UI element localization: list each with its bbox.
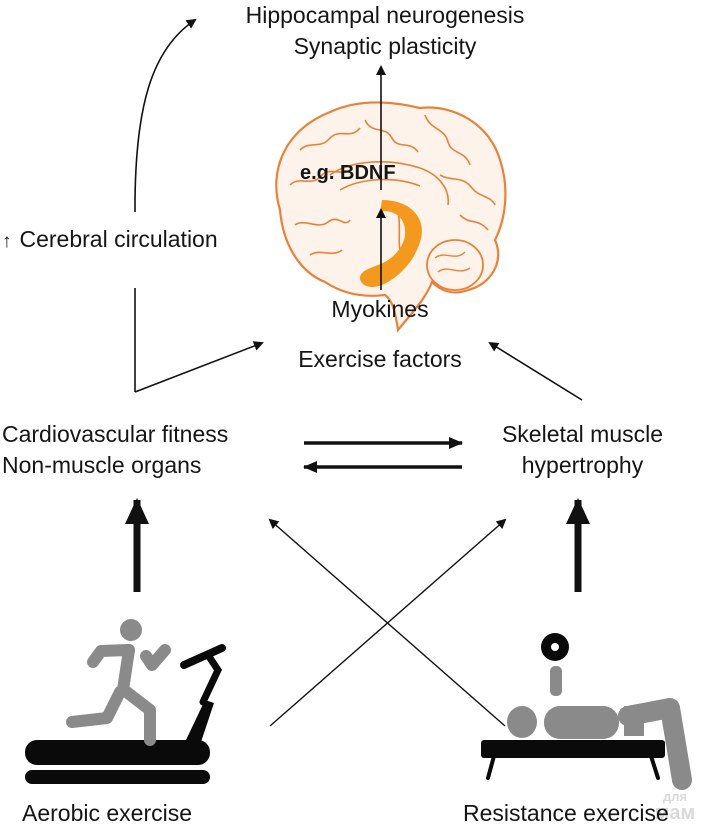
cerebral-circulation-text: Cerebral circulation [19,226,218,252]
hypertrophy-label: hypertrophy [521,452,644,478]
bench-press-icon [481,633,692,790]
cardio-fitness-label: Cardiovascular fitness [2,421,229,447]
non-muscle-organs-label: Non-muscle organs [2,452,202,478]
arrow-cardio-to-exercise-factors [134,341,264,393]
increase-arrow-icon: ↑ [2,231,12,252]
skeletal-muscle-label: Skeletal muscle [501,421,664,447]
cerebral-circulation-label: ↑ Cerebral circulation [2,226,218,255]
watermark-line-1: для [662,789,688,804]
treadmill-runner-icon [25,619,226,784]
arrow-resistance-to-cardio [268,518,506,727]
aerobic-exercise-label: Aerobic exercise [22,800,193,826]
watermark-line-2: мам [654,802,696,824]
cerebellum [426,239,484,291]
brain-label-bdnf: e.g. BDNF [300,162,396,184]
arrow-skeletal-to-exercise-factors [488,341,583,401]
hippocampus-highlight [360,200,422,288]
outcome-neurogenesis: Hippocampal neurogenesis [245,2,525,28]
myokines-label: Myokines [331,296,429,322]
arrow-cerebral-circulation [134,20,195,392]
outcome-synaptic-plasticity: Synaptic plasticity [293,33,477,59]
resistance-exercise-label: Resistance exercise [463,800,669,826]
watermark: для мам [645,789,705,824]
brain-icon [275,101,507,333]
exercise-factors-label: Exercise factors [298,346,462,372]
